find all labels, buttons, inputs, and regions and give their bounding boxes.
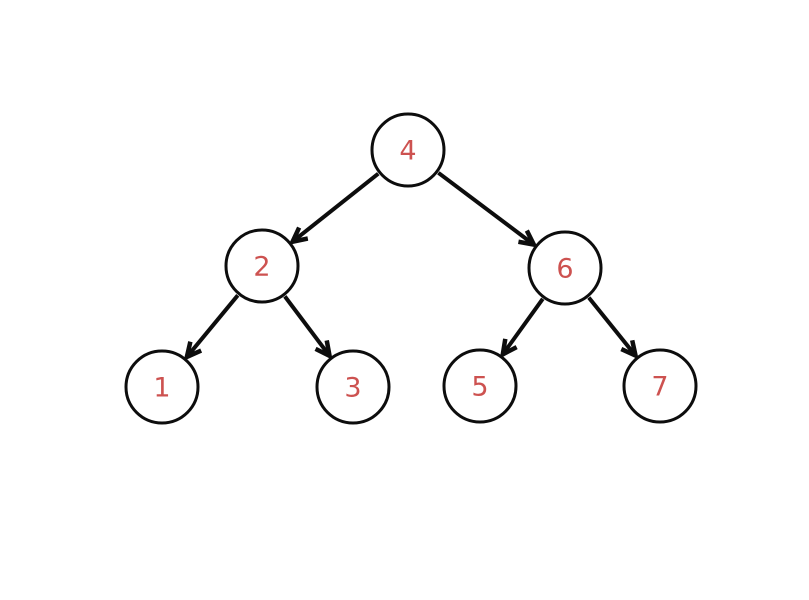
node-circle-4 [370,112,446,188]
edge-4-to-2 [293,172,380,241]
tree-node-6: 6 [527,230,603,306]
node-label-4: 4 [399,135,416,166]
edge-6-to-7 [587,296,635,355]
tree-node-4: 4 [370,112,446,188]
node-label-5: 5 [471,371,488,402]
tree-node-7: 7 [622,348,698,424]
node-circle-6 [527,230,603,306]
tree-node-5: 5 [442,348,518,424]
edge-6-to-5 [503,297,545,354]
tree-node-2: 2 [224,228,300,304]
node-label-7: 7 [651,371,668,402]
node-circle-7 [622,348,698,424]
node-label-1: 1 [153,372,170,403]
tree-node-1: 1 [124,349,200,425]
node-label-3: 3 [344,372,361,403]
node-circle-2 [224,228,300,304]
tree-node-3: 3 [315,349,391,425]
node-label-6: 6 [556,253,573,284]
node-label-2: 2 [253,251,270,282]
node-circle-5 [442,348,518,424]
node-circle-1 [124,349,200,425]
edge-2-to-3 [283,295,329,355]
node-circle-3 [315,349,391,425]
edge-4-to-6 [437,171,533,244]
edge-2-to-1 [187,294,240,356]
